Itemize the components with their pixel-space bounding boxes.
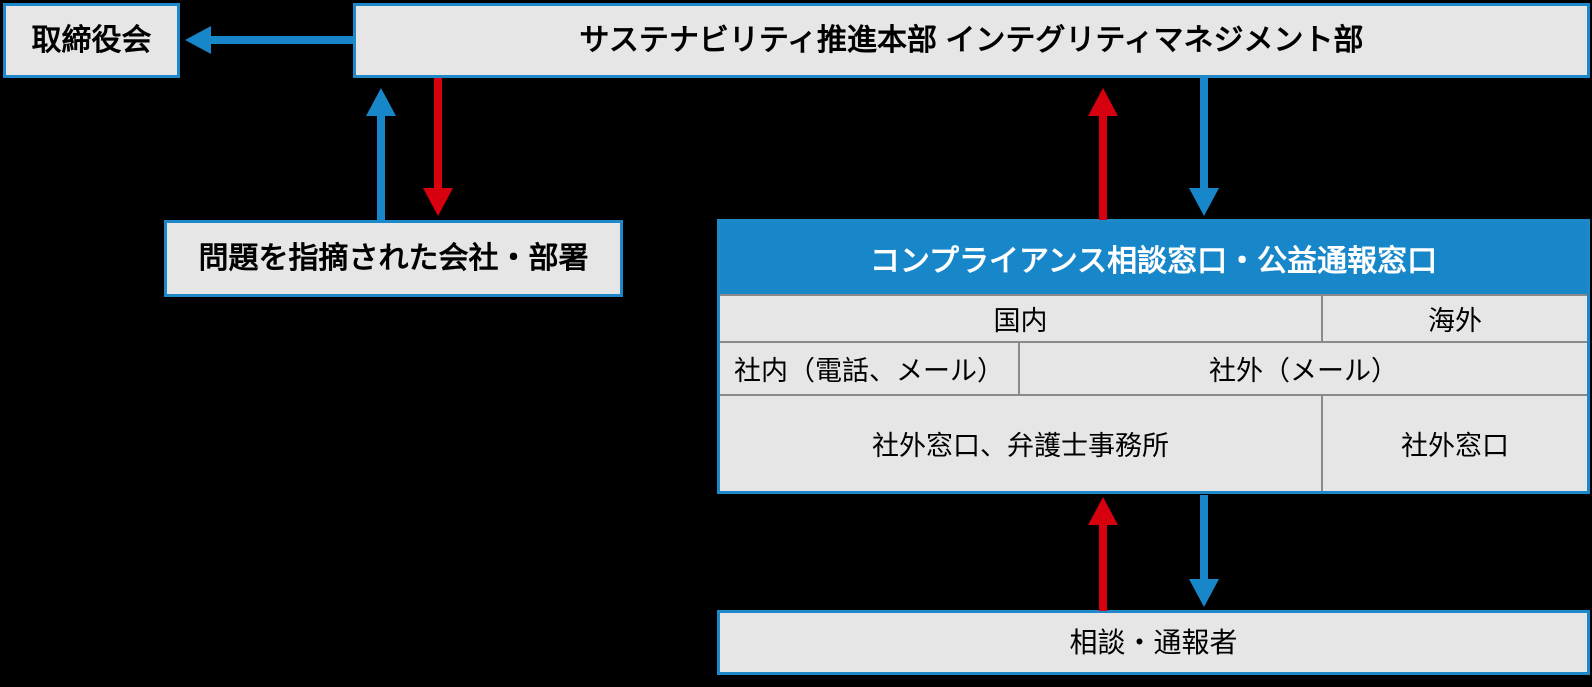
arrow-head-down (1189, 579, 1219, 607)
dept-label: サステナビリティ推進本部 インテグリティマネジメント部 (579, 23, 1364, 57)
cell-overseas: 海外 (1323, 296, 1587, 341)
arrow-dept-to-board-icon (185, 26, 353, 54)
arrow-shaft (434, 78, 442, 190)
arrow-shaft (209, 36, 353, 44)
dept-box: サステナビリティ推進本部 インテグリティマネジメント部 (353, 3, 1590, 78)
reporter-label: 相談・通報者 (1069, 626, 1238, 658)
arrow-head-left (185, 26, 211, 54)
arrow-shaft (377, 114, 385, 220)
arrow-head-down (1189, 188, 1219, 216)
hotline-desk-row: 社外窓口、弁護士事務所 社外窓口 (720, 394, 1587, 491)
arrow-head-down (423, 188, 453, 216)
cell-overseas-desk: 社外窓口 (1323, 396, 1587, 491)
cell-internal-channel: 社内（電話、メール） (720, 343, 1020, 394)
company-box: 問題を指摘された会社・部署 (164, 220, 623, 297)
arrow-dept-to-company-icon (423, 78, 453, 216)
arrow-shaft (1099, 523, 1107, 611)
hotline-region-row: 国内 海外 (720, 294, 1587, 341)
arrow-dept-to-hotline-icon (1189, 78, 1219, 216)
cell-domestic-desk: 社外窓口、弁護士事務所 (720, 396, 1323, 491)
board-box: 取締役会 (3, 3, 180, 78)
arrow-company-to-dept-icon (366, 88, 396, 220)
hotline-table: コンプライアンス相談窓口・公益通報窓口 国内 海外 社内（電話、メール） 社外（… (717, 219, 1590, 494)
arrow-shaft (1099, 114, 1107, 220)
hotline-channel-row: 社内（電話、メール） 社外（メール） (720, 341, 1587, 394)
arrow-shaft (1200, 78, 1208, 190)
board-label: 取締役会 (31, 23, 152, 57)
arrow-reporter-to-hotline-icon (1088, 497, 1118, 611)
cell-overseas-desk-label: 社外窓口 (1401, 431, 1509, 461)
reporter-box: 相談・通報者 (717, 610, 1590, 675)
hotline-header: コンプライアンス相談窓口・公益通報窓口 (720, 222, 1587, 294)
cell-external-channel: 社外（メール） (1020, 343, 1587, 394)
hotline-title: コンプライアンス相談窓口・公益通報窓口 (869, 245, 1438, 278)
cell-external-channel-label: 社外（メール） (1209, 356, 1398, 386)
cell-domestic-label: 国内 (993, 306, 1048, 336)
cell-overseas-label: 海外 (1428, 306, 1482, 336)
arrow-hotline-to-dept-icon (1088, 88, 1118, 220)
cell-domestic: 国内 (720, 296, 1323, 341)
company-label: 問題を指摘された会社・部署 (198, 241, 589, 275)
cell-domestic-desk-label: 社外窓口、弁護士事務所 (872, 431, 1169, 461)
arrow-head-up (366, 88, 396, 116)
cell-internal-channel-label: 社内（電話、メール） (734, 356, 1004, 386)
arrow-head-up (1088, 497, 1118, 525)
arrow-hotline-to-reporter-icon (1189, 495, 1219, 607)
arrow-shaft (1200, 495, 1208, 581)
arrow-head-up (1088, 88, 1118, 116)
